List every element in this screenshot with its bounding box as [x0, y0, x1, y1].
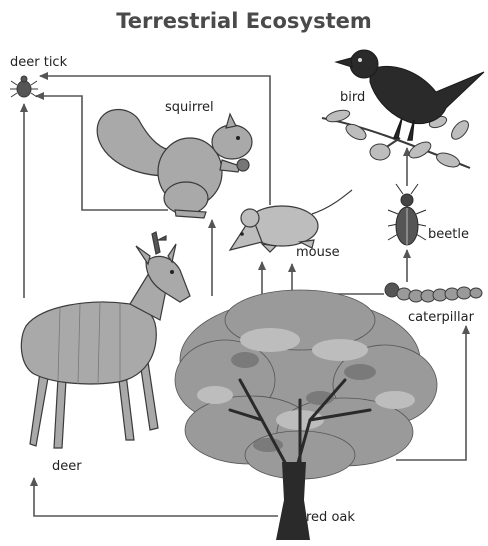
- deer-icon: [21, 232, 190, 448]
- squirrel-icon: [97, 110, 252, 219]
- arrow-oak-to-deer: [34, 478, 278, 516]
- label-caterpillar: caterpillar: [408, 310, 475, 325]
- diagram-title: Terrestrial Ecosystem: [116, 9, 372, 33]
- label-squirrel: squirrel: [165, 100, 214, 115]
- label-deer-tick: deer tick: [10, 55, 68, 70]
- label-beetle: beetle: [428, 227, 469, 242]
- bird-branch-icon: [322, 108, 472, 170]
- arrow-caterpillar-to-mouse: [292, 264, 384, 294]
- label-red-oak: red oak: [306, 510, 355, 525]
- deer-tick-icon: [10, 76, 38, 97]
- red-oak-icon: [175, 290, 437, 540]
- mouse-eye-icon: [240, 232, 244, 236]
- label-bird: bird: [340, 90, 365, 105]
- deer-eye-icon: [170, 270, 174, 274]
- bird-eye-icon: [358, 58, 362, 62]
- label-mouse: mouse: [296, 245, 340, 260]
- label-deer: deer: [52, 459, 82, 474]
- squirrel-eye-icon: [236, 136, 240, 140]
- mouse-icon: [230, 190, 352, 252]
- caterpillar-icon: [385, 283, 482, 302]
- beetle-icon: [388, 184, 426, 245]
